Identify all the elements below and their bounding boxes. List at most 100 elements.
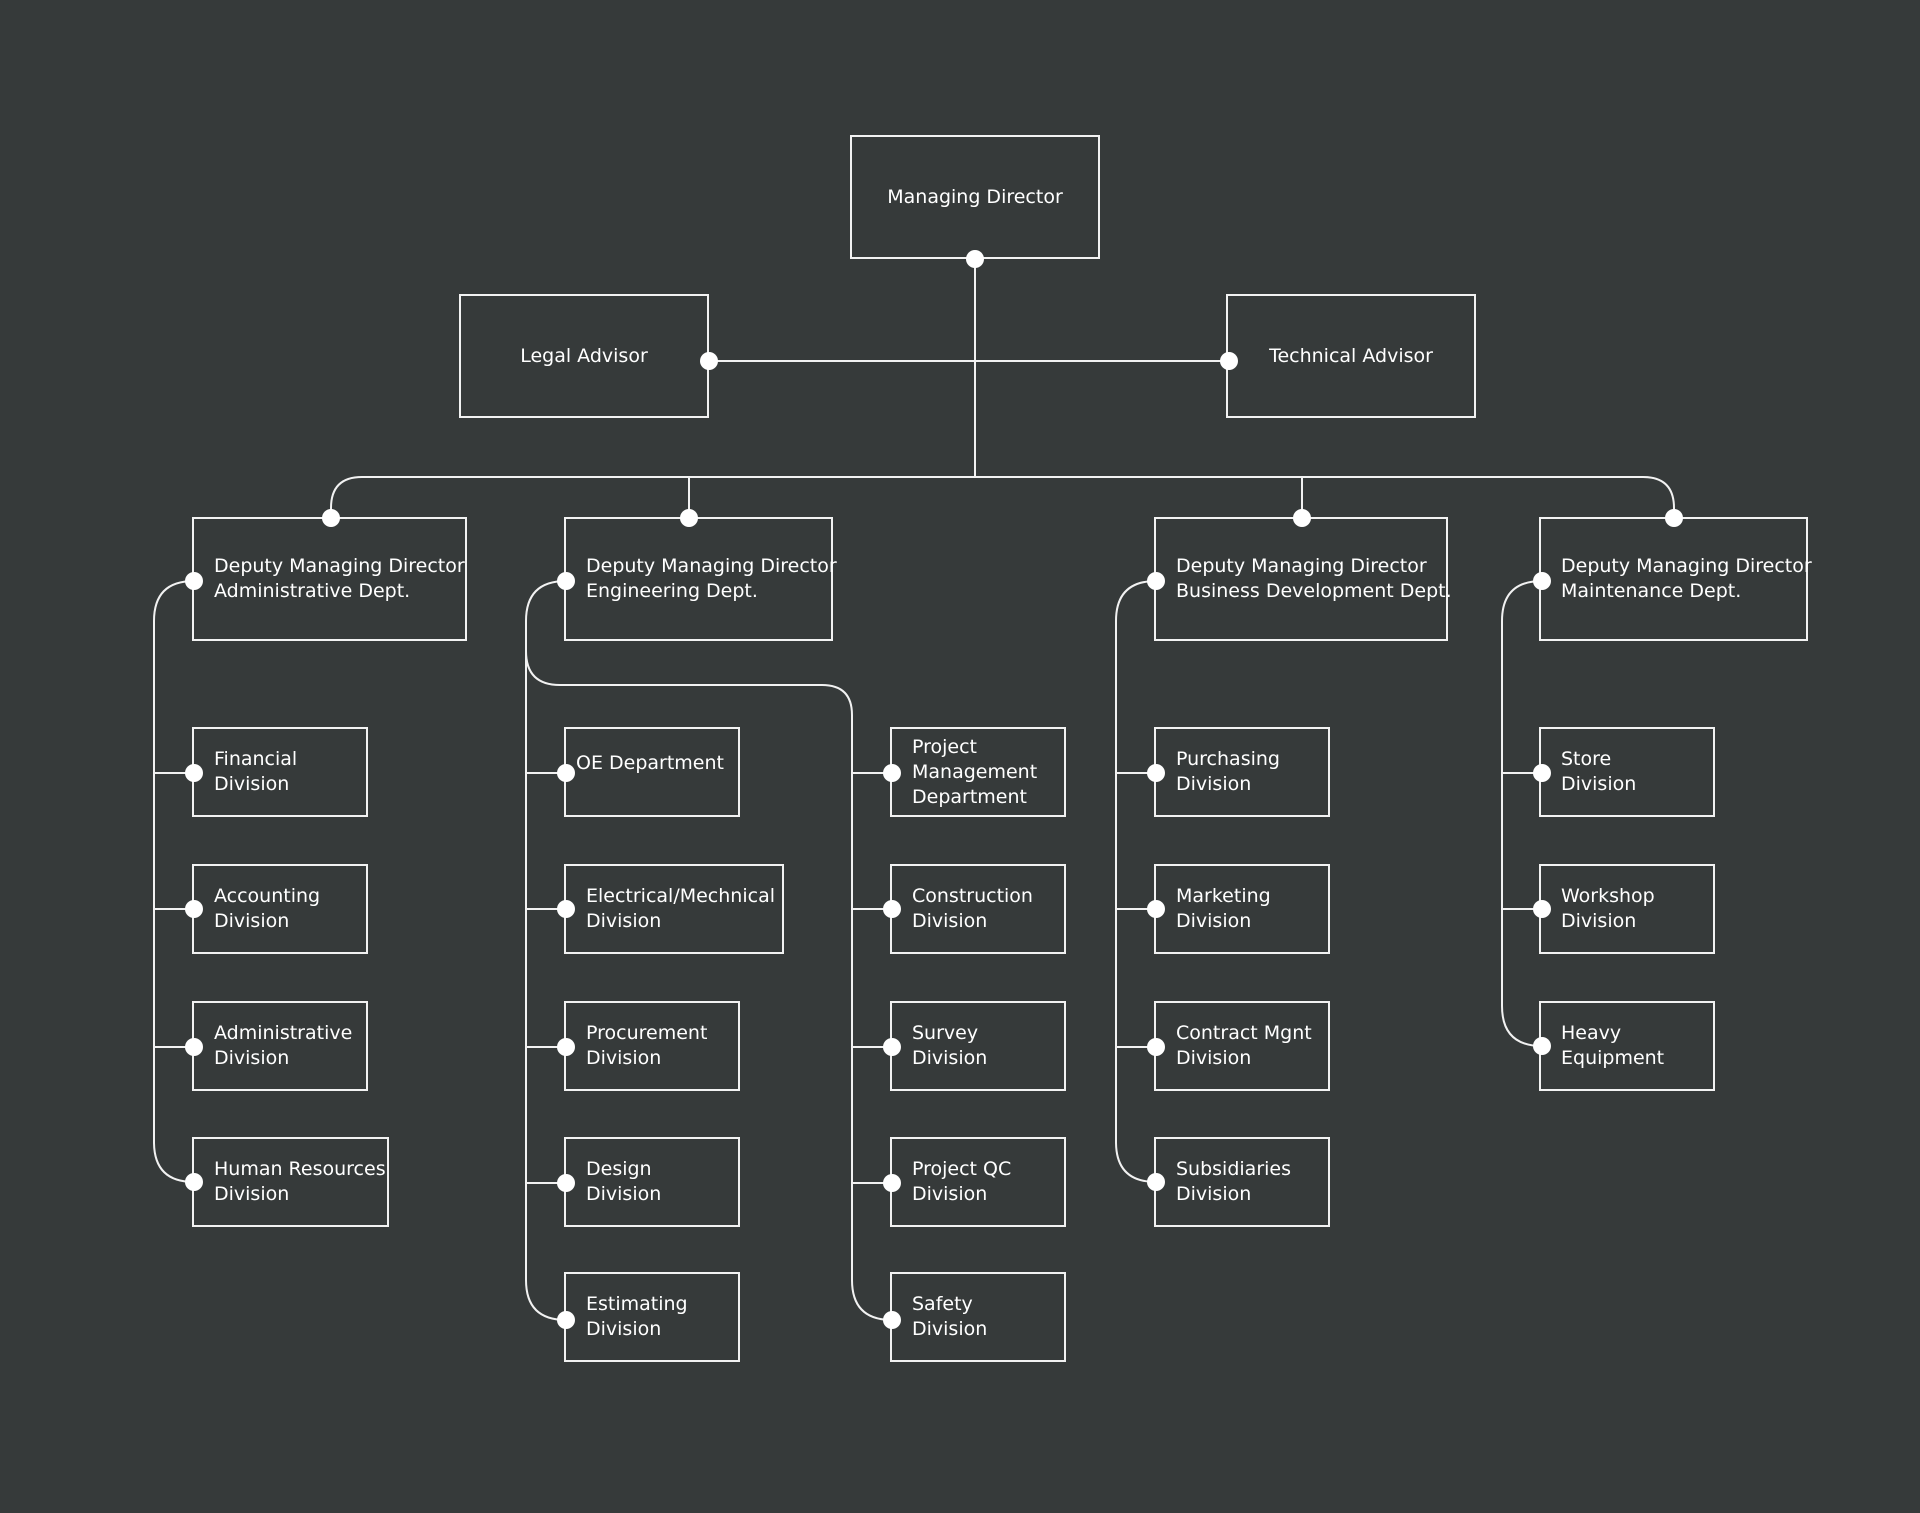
eng-left-spine xyxy=(525,580,567,1321)
deputy-business-side-dot xyxy=(1147,572,1165,590)
heavy-equipment-box[interactable]: Heavy Equipment xyxy=(1539,1001,1715,1091)
marketing-division-line-2: Division xyxy=(1176,910,1252,932)
safety-division-dot xyxy=(883,1311,901,1329)
marketing-division-line-1: Marketing xyxy=(1176,885,1271,907)
heavy-equipment-line-1: Heavy xyxy=(1561,1022,1622,1044)
store-division-line-1: Store xyxy=(1561,748,1612,770)
workshop-division-line-2: Division xyxy=(1561,910,1637,932)
managing-director-box[interactable]: Managing Director xyxy=(850,135,1100,259)
store-division-dot xyxy=(1533,764,1551,782)
oe-department-label: OE Department xyxy=(576,752,724,774)
purchasing-division-dot xyxy=(1147,764,1165,782)
contract-mgnt-division-box[interactable]: Contract Mgnt Division xyxy=(1154,1001,1330,1091)
store-division-line-2: Division xyxy=(1561,773,1637,795)
purchasing-division-line-2: Division xyxy=(1176,773,1252,795)
workshop-division-box[interactable]: Workshop Division xyxy=(1539,864,1715,954)
accounting-division-line-2: Division xyxy=(214,910,290,932)
survey-division-line-1: Survey xyxy=(912,1022,979,1044)
business-spine xyxy=(1115,580,1157,1183)
design-division-dot xyxy=(557,1174,575,1192)
financial-division-box[interactable]: Financial Division xyxy=(192,727,368,817)
project-qc-division-line-2: Division xyxy=(912,1183,988,1205)
project-management-line-1: Project xyxy=(912,735,978,758)
design-division-line-1: Design xyxy=(586,1158,652,1180)
purchasing-division-box[interactable]: Purchasing Division xyxy=(1154,727,1330,817)
electrical-mechanical-division-box[interactable]: Electrical/Mechnical Division xyxy=(564,864,784,954)
deputy-bus-line xyxy=(330,476,1675,518)
estimating-division-dot xyxy=(557,1311,575,1329)
legal-advisor-label: Legal Advisor xyxy=(520,344,648,367)
deputy-admin-top-dot xyxy=(322,509,340,527)
construction-division-line-1: Construction xyxy=(912,885,1033,907)
deputy-maintenance-box[interactable]: Deputy Managing Director Maintenance Dep… xyxy=(1539,517,1812,641)
project-qc-division-dot xyxy=(883,1174,901,1192)
construction-division-box[interactable]: Construction Division xyxy=(890,864,1066,954)
deputy-engineering-line-2: Engineering Dept. xyxy=(586,580,758,602)
heavy-equipment-dot xyxy=(1533,1037,1551,1055)
procurement-division-line-2: Division xyxy=(586,1047,662,1069)
technical-advisor-label: Technical Advisor xyxy=(1269,344,1433,367)
procurement-division-dot xyxy=(557,1038,575,1056)
estimating-division-box[interactable]: Estimating Division xyxy=(564,1272,740,1362)
human-resources-division-line-2: Division xyxy=(214,1183,290,1205)
administrative-division-box[interactable]: Administrative Division xyxy=(192,1001,368,1091)
survey-division-dot xyxy=(883,1038,901,1056)
project-management-line-3: Department xyxy=(912,785,1027,808)
deputy-business-line-1: Deputy Managing Director xyxy=(1176,555,1427,577)
legal-advisor-connector-dot xyxy=(700,352,718,370)
construction-division-line-2: Division xyxy=(912,910,988,932)
procurement-division-box[interactable]: Procurement Division xyxy=(564,1001,740,1091)
project-qc-division-box[interactable]: Project QC Division xyxy=(890,1137,1066,1227)
safety-division-box[interactable]: Safety Division xyxy=(890,1272,1066,1362)
construction-division-dot xyxy=(883,900,901,918)
deputy-maintenance-line-2: Maintenance Dept. xyxy=(1561,580,1742,602)
accounting-division-line-1: Accounting xyxy=(214,885,321,907)
design-division-box[interactable]: Design Division xyxy=(564,1137,740,1227)
subsidiaries-division-box[interactable]: Subsidiaries Division xyxy=(1154,1137,1330,1227)
subsidiaries-division-line-1: Subsidiaries xyxy=(1176,1158,1292,1180)
human-resources-division-dot xyxy=(185,1173,203,1191)
legal-advisor-box[interactable]: Legal Advisor xyxy=(459,294,709,418)
estimating-division-line-1: Estimating xyxy=(586,1293,688,1315)
deputy-maintenance-side-dot xyxy=(1533,572,1551,590)
deputy-business-box[interactable]: Deputy Managing Director Business Develo… xyxy=(1154,517,1452,641)
administrative-division-dot xyxy=(185,1038,203,1056)
project-management-department-box[interactable]: Project Management Department xyxy=(890,727,1066,817)
accounting-division-box[interactable]: Accounting Division xyxy=(192,864,368,954)
marketing-division-dot xyxy=(1147,900,1165,918)
deputy-admin-box[interactable]: Deputy Managing Director Administrative … xyxy=(192,517,467,641)
deputy-engineering-box[interactable]: Deputy Managing Director Engineering Dep… xyxy=(564,517,837,641)
administrative-division-line-2: Division xyxy=(214,1047,290,1069)
deputy-engineering-side-dot xyxy=(557,572,575,590)
safety-division-line-2: Division xyxy=(912,1318,988,1340)
eng-right-spine xyxy=(525,650,893,1321)
accounting-division-dot xyxy=(185,900,203,918)
technical-advisor-box[interactable]: Technical Advisor xyxy=(1226,294,1476,418)
technical-advisor-connector-dot xyxy=(1220,352,1238,370)
estimating-division-line-2: Division xyxy=(586,1318,662,1340)
oe-department-dot xyxy=(557,764,575,782)
deputy-maintenance-top-dot xyxy=(1665,509,1683,527)
deputy-engineering-top-dot xyxy=(680,509,698,527)
electrical-mechanical-division-line-1: Electrical/Mechnical xyxy=(586,885,775,907)
workshop-division-dot xyxy=(1533,900,1551,918)
survey-division-box[interactable]: Survey Division xyxy=(890,1001,1066,1091)
subsidiaries-division-dot xyxy=(1147,1173,1165,1191)
human-resources-division-line-1: Human Resources xyxy=(214,1158,386,1180)
deputy-engineering-line-1: Deputy Managing Director xyxy=(586,555,837,577)
deputy-business-top-dot xyxy=(1293,509,1311,527)
marketing-division-box[interactable]: Marketing Division xyxy=(1154,864,1330,954)
electrical-mechanical-division-dot xyxy=(557,900,575,918)
store-division-box[interactable]: Store Division xyxy=(1539,727,1715,817)
admin-spine xyxy=(153,580,195,1183)
financial-division-line-2: Division xyxy=(214,773,290,795)
administrative-division-line-1: Administrative xyxy=(214,1022,353,1044)
purchasing-division-line-1: Purchasing xyxy=(1176,748,1280,770)
oe-department-box[interactable]: OE Department xyxy=(564,727,740,817)
md-connector-dot xyxy=(966,250,984,268)
deputy-admin-side-dot xyxy=(185,572,203,590)
contract-mgnt-division-line-1: Contract Mgnt xyxy=(1176,1022,1312,1044)
contract-mgnt-division-line-2: Division xyxy=(1176,1047,1252,1069)
human-resources-division-box[interactable]: Human Resources Division xyxy=(192,1137,389,1227)
project-qc-division-line-1: Project QC xyxy=(912,1158,1012,1180)
